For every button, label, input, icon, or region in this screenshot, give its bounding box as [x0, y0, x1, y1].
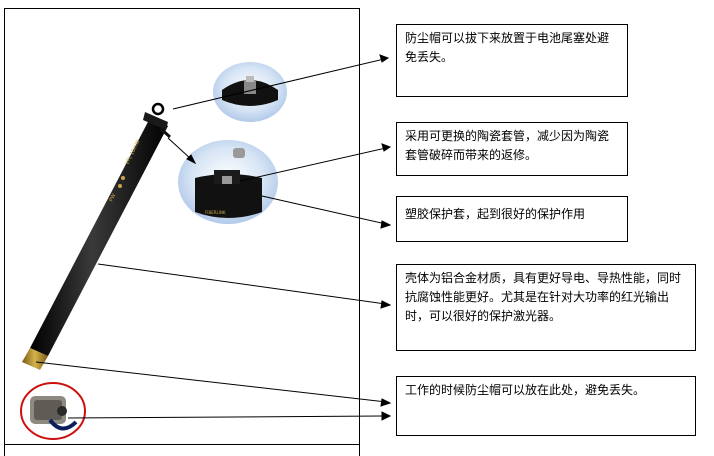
callout-ferrule: 采用可更换的陶瓷套管，减少因为陶瓷套管破碎而带来的返修。 — [396, 122, 628, 176]
callout-dust-cap: 防尘帽可以拔下来放置于电池尾塞处避免丢失。 — [396, 24, 628, 97]
product-image-frame — [4, 8, 360, 456]
leader-lines — [35, 54, 392, 421]
ferrule-detail: FIBERLINK — [178, 140, 278, 224]
frame-divider — [4, 444, 360, 445]
cap-storage-detail — [20, 382, 86, 440]
laser-pen: VFL 10mW PW — [22, 102, 172, 370]
svg-text:PW: PW — [108, 193, 117, 203]
callout-working: 工作的时候防尘帽可以放在此处，避免丢失。 — [396, 376, 696, 436]
svg-text:FIBERLINK: FIBERLINK — [205, 210, 226, 215]
lanyard-loop — [151, 102, 165, 116]
dust-cap-detail — [213, 62, 287, 122]
callout-shell: 壳体为铝合金材质，具有更好导电、导热性能，同时抗腐蚀性能更好。尤其是在针对大功率… — [396, 264, 696, 351]
callout-sleeve: 塑胶保护套，起到很好的保护作用 — [396, 196, 628, 242]
